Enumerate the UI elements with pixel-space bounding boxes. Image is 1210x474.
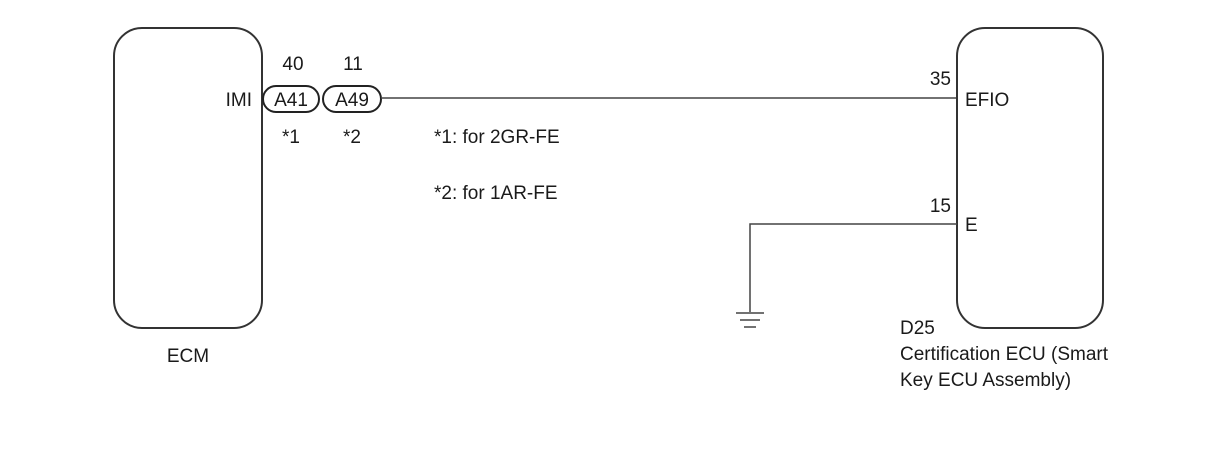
- connector-a41-note: *1: [282, 127, 300, 148]
- cert-ecu-pin-15-name: E: [965, 215, 978, 236]
- ecm-label: ECM: [167, 346, 209, 367]
- ground-symbol-icon: [736, 312, 764, 328]
- connector-a49: [322, 85, 382, 113]
- connector-a49-id: A49: [335, 90, 369, 111]
- certification-ecu-box: [956, 27, 1104, 329]
- note-1: *1: for 2GR-FE: [434, 127, 560, 148]
- ecm-pin-name: IMI: [226, 90, 252, 111]
- connector-a41-pin: 40: [282, 54, 303, 75]
- cert-ecu-connector-label: D25: [900, 318, 935, 339]
- cert-ecu-name-line2: Key ECU Assembly): [900, 370, 1071, 391]
- cert-ecu-pin-15-number: 15: [930, 196, 951, 217]
- cert-ecu-name-line1: Certification ECU (Smart: [900, 344, 1109, 365]
- ground-wire: [749, 223, 957, 312]
- connector-a49-pin: 11: [343, 54, 363, 75]
- cert-ecu-pin-35-number: 35: [930, 69, 951, 90]
- cert-ecu-pin-35-name: EFIO: [965, 90, 1009, 111]
- connector-a49-note: *2: [343, 127, 361, 148]
- ecm-box: [113, 27, 263, 329]
- connector-a41-id: A41: [274, 90, 308, 111]
- connector-a41: [262, 85, 320, 113]
- note-2: *2: for 1AR-FE: [434, 183, 558, 204]
